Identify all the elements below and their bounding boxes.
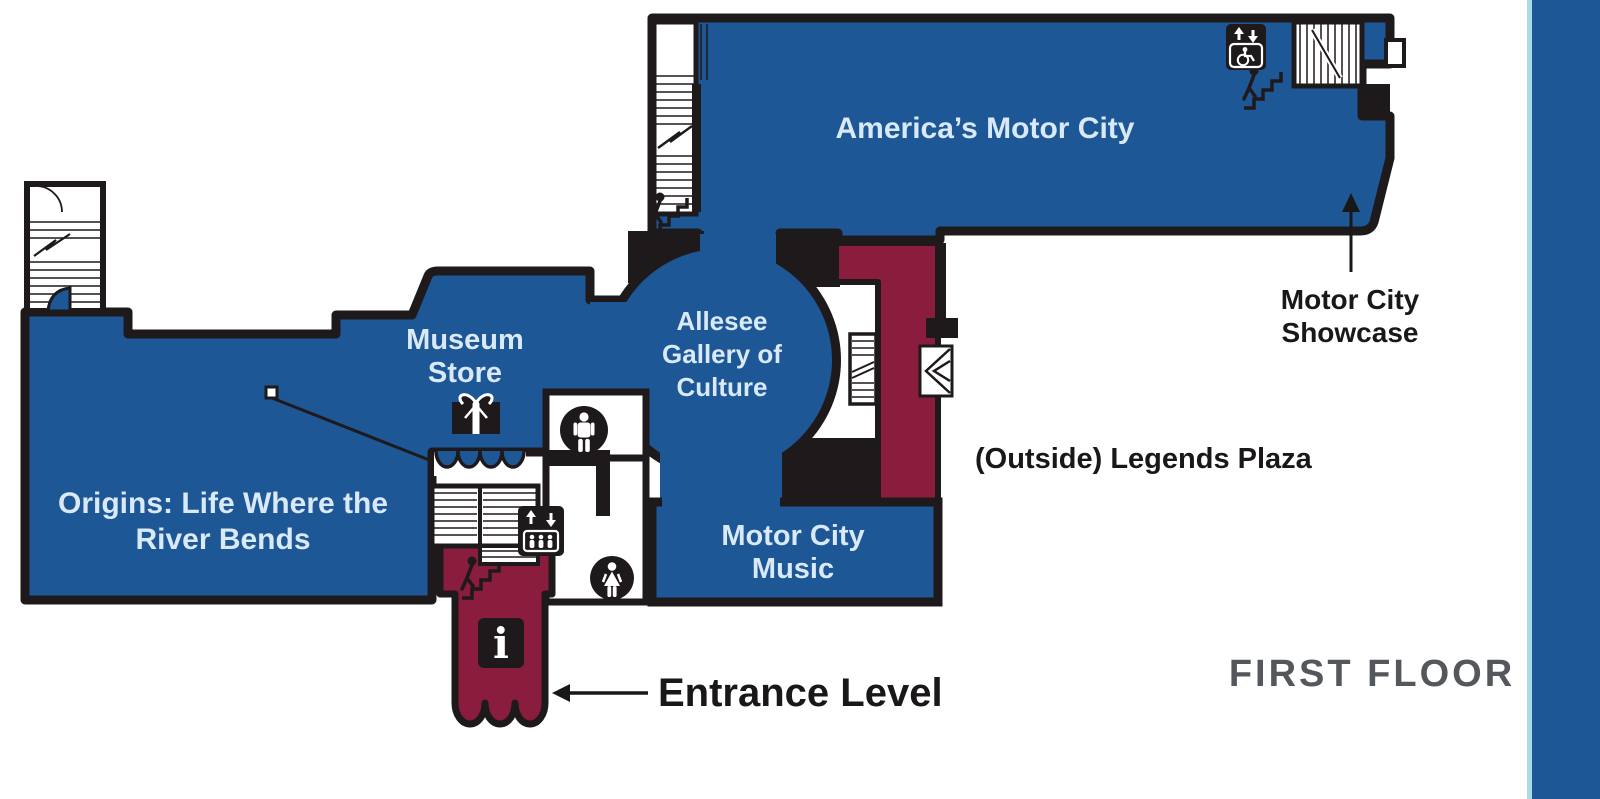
label-motor-city-showcase-line1: Motor City (1281, 284, 1420, 315)
entrance-arrow (552, 684, 648, 702)
museum-store-entrance-scallops (434, 450, 526, 476)
label-allesee-line1: Allesee (676, 306, 767, 336)
wall-thin (938, 243, 946, 323)
room-motor-city-music (647, 497, 943, 607)
label-museum-store-line1: Museum (406, 324, 524, 356)
mens-restroom-icon (560, 406, 608, 454)
label-motor-city-music-line1: Motor City (721, 520, 864, 552)
gift-icon (452, 393, 500, 434)
label-origins-line1: Origins: Life Where the (58, 487, 388, 520)
label-americas-motor-city: America’s Motor City (836, 112, 1135, 145)
folding-partition-icon (918, 344, 954, 398)
room-allesee-gallery (610, 249, 832, 471)
stairwell-top-left (24, 181, 106, 314)
motor-city-showcase-arrow (1342, 193, 1360, 272)
womens-restroom-icon (590, 556, 634, 600)
label-motor-city-showcase-line2: Showcase (1282, 317, 1419, 348)
information-glyph: i (493, 619, 509, 668)
exit-notch (1384, 38, 1406, 68)
label-entrance-level: Entrance Level (658, 671, 943, 715)
accessible-elevator-icon (1226, 24, 1266, 70)
wall-bracket (926, 318, 958, 338)
stairwell-hall-left (651, 19, 708, 217)
gallery-music-opening (662, 470, 780, 514)
label-origins-line2: River Bends (135, 523, 310, 556)
information-icon: i (478, 618, 524, 668)
label-legends-plaza: (Outside) Legends Plaza (975, 443, 1313, 475)
label-allesee-line2: Gallery of (662, 339, 782, 369)
floor-title: FIRST FLOOR (1229, 653, 1515, 695)
label-motor-city-music-line2: Music (752, 553, 834, 585)
right-sidebar (1532, 0, 1600, 799)
stairwell-hall-top-right (1291, 19, 1390, 118)
elevator-icon (518, 506, 564, 556)
sidebar-edge-line (1527, 0, 1532, 799)
label-museum-store-line2: Store (428, 357, 502, 389)
column-annotation (264, 385, 448, 469)
gallery-neck-top (700, 234, 776, 304)
label-allesee-line3: Culture (677, 372, 768, 402)
stairs-gallery-side (848, 332, 878, 406)
